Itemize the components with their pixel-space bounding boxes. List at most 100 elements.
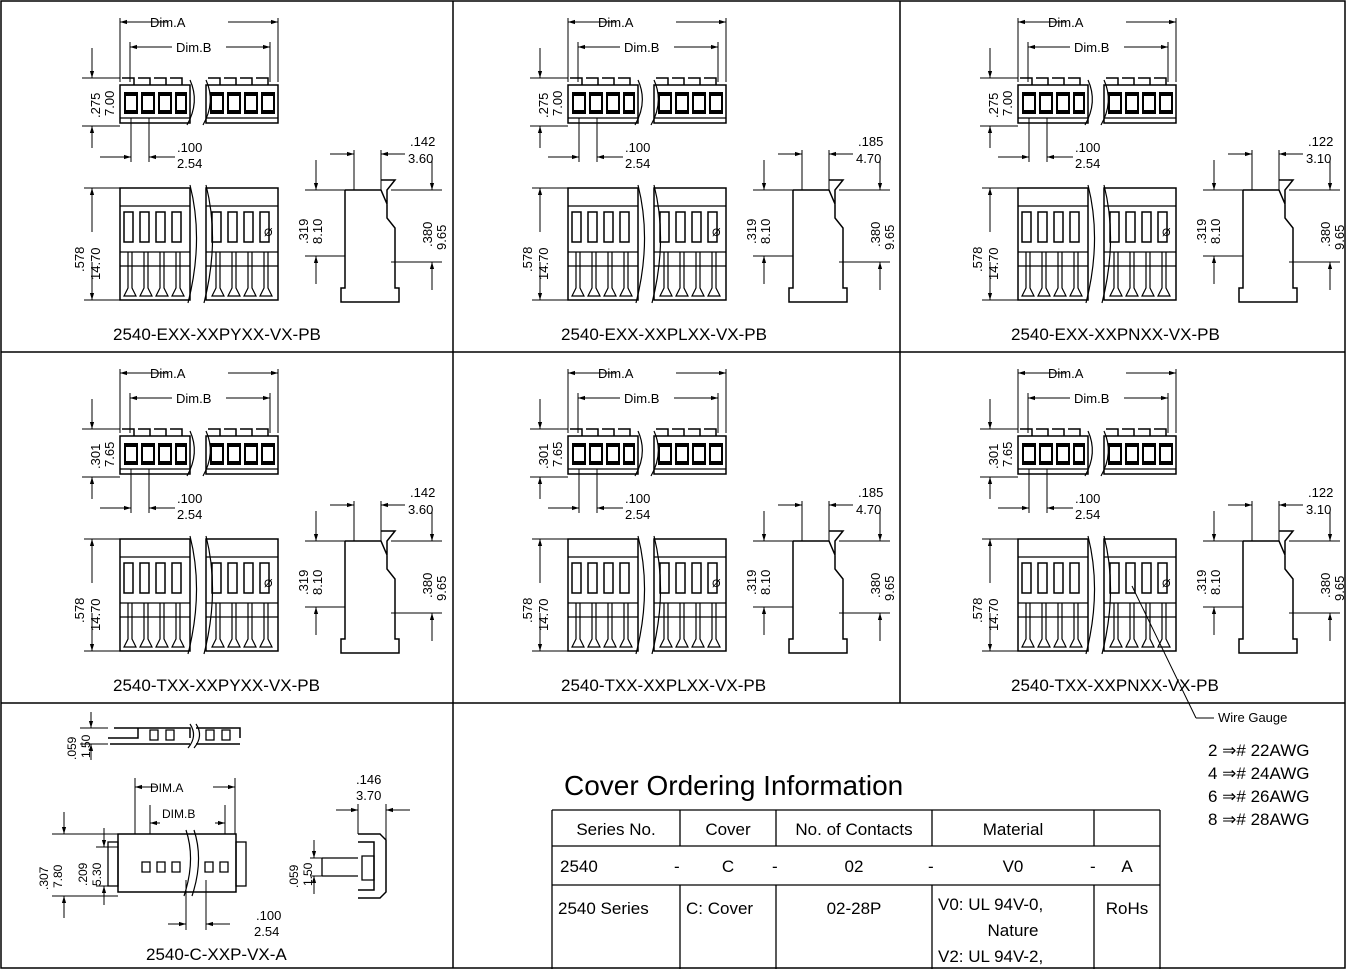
panel-dim-b: Dim.B: [1074, 40, 1109, 55]
cover-h2-in: .209: [76, 862, 90, 886]
panel-inner-in: .319: [296, 570, 311, 595]
panel-height-mm: 7.00: [1000, 91, 1015, 116]
panel-side-mm: 4.70: [856, 502, 881, 517]
panel-dim-b: Dim.B: [176, 391, 211, 406]
panel-height-in: .301: [986, 444, 1001, 469]
panel-part-name: 2540-TXX-XXPLXX-VX-PB: [561, 676, 766, 695]
panel-side-in: .142: [410, 134, 435, 149]
wire-gauge-item: 2 ⇒# 22AWG: [1208, 741, 1310, 760]
cover-side-mm: 3.70: [356, 788, 381, 803]
panel-pitch-mm: 2.54: [1075, 507, 1100, 522]
panel-dim-b: Dim.B: [1074, 391, 1109, 406]
spec-rohs: RoHs: [1106, 899, 1149, 918]
cover-h2-mm: 5.30: [90, 862, 104, 886]
spec-cover: C: Cover: [686, 899, 753, 918]
panel-height-mm: 7.65: [550, 442, 565, 467]
panel-pitch-in: .100: [1075, 491, 1100, 506]
code-cover: C: [722, 857, 734, 876]
frontview-graphic: [532, 185, 726, 303]
panel-side-in: .185: [858, 485, 883, 500]
panel-dim-a: Dim.A: [150, 15, 186, 30]
code-rohs: A: [1121, 857, 1133, 876]
cover-side2-mm: 1.50: [301, 862, 315, 886]
panel-part-name: 2540-TXX-XXPYXX-VX-PB: [113, 676, 320, 695]
panel-dim-a: Dim.A: [598, 366, 634, 381]
frontview-graphic: [982, 536, 1176, 654]
panel-inner-mm: 8.10: [1208, 219, 1223, 244]
frontview-graphic: [84, 536, 278, 654]
panel-side-in: .142: [410, 485, 435, 500]
panel-body-mm: 14.70: [536, 247, 551, 280]
panel-inner-in: .319: [744, 570, 759, 595]
cover-part-name: 2540-C-XXP-VX-A: [146, 945, 287, 964]
cover-h-in: .307: [37, 866, 51, 890]
panel-total-in: .380: [868, 222, 883, 247]
header-material: Material: [983, 820, 1043, 839]
panel-pitch-mm: 2.54: [177, 156, 202, 171]
panel-body-in: .578: [72, 247, 87, 272]
panel-dim-b: Dim.B: [624, 391, 659, 406]
ordering-title: Cover Ordering Information: [564, 770, 903, 801]
panel-total-mm: 9.65: [1332, 225, 1346, 250]
panel-part-name: 2540-EXX-XXPLXX-VX-PB: [561, 325, 767, 344]
panel-inner-mm: 8.10: [310, 219, 325, 244]
spec-material-2: Nature: [987, 921, 1038, 940]
panel-height-in: .301: [536, 444, 551, 469]
panel-body-mm: 14.70: [88, 247, 103, 280]
panel-body-mm: 14.70: [986, 598, 1001, 631]
panel-dim-a: Dim.A: [1048, 15, 1084, 30]
panel-pitch-in: .100: [625, 491, 650, 506]
cover-h-mm: 7.80: [51, 864, 65, 888]
panel-side-in: .185: [858, 134, 883, 149]
panel-side-mm: 4.70: [856, 151, 881, 166]
panel-pitch-in: .100: [625, 140, 650, 155]
cover-drawing: [52, 712, 410, 930]
panel-height-mm: 7.65: [102, 442, 117, 467]
wire-gauge-item: 6 ⇒# 26AWG: [1208, 787, 1310, 806]
panel-part-name: 2540-EXX-XXPNXX-VX-PB: [1011, 325, 1220, 344]
panel-total-in: .380: [868, 573, 883, 598]
code-material: V0: [1003, 857, 1024, 876]
panel-side-mm: 3.10: [1306, 151, 1331, 166]
panel-total-mm: 9.65: [434, 225, 449, 250]
panel-height-mm: 7.65: [1000, 442, 1015, 467]
panel-pitch-mm: 2.54: [177, 507, 202, 522]
panel-side-in: .122: [1308, 134, 1333, 149]
panel-body-in: .578: [970, 598, 985, 623]
code-sep: -: [1090, 857, 1096, 876]
cover-dim-a: DIM.A: [150, 781, 183, 795]
panel-body-in: .578: [72, 598, 87, 623]
panel-body-mm: 14.70: [986, 247, 1001, 280]
panel-total-in: .380: [1318, 222, 1333, 247]
panel-dim-a: Dim.A: [1048, 366, 1084, 381]
panel-height-in: .275: [986, 93, 1001, 118]
spec-contacts: 02-28P: [827, 899, 882, 918]
panel-inner-in: .319: [744, 219, 759, 244]
panel-total-in: .380: [420, 573, 435, 598]
code-sep: -: [772, 857, 778, 876]
panel-total-in: .380: [420, 222, 435, 247]
panel-height-mm: 7.00: [102, 91, 117, 116]
panel-inner-mm: 8.10: [758, 219, 773, 244]
panel-total-in: .380: [1318, 573, 1333, 598]
cover-top-mm: 1.50: [79, 734, 93, 758]
panel-body-in: .578: [520, 598, 535, 623]
panel-height-in: .301: [88, 444, 103, 469]
panel-total-mm: 9.65: [434, 576, 449, 601]
panel-inner-in: .319: [1194, 219, 1209, 244]
panel-inner-in: .319: [296, 219, 311, 244]
panel-side-in: .122: [1308, 485, 1333, 500]
header-cover: Cover: [705, 820, 751, 839]
panel-height-mm: 7.00: [550, 91, 565, 116]
wire-gauge-callout: Wire Gauge 2 ⇒# 22AWG 4 ⇒# 24AWG 6 ⇒# 26…: [1131, 585, 1310, 829]
spec-material-1: V0: UL 94V-0,: [938, 895, 1043, 914]
header-contacts: No. of Contacts: [795, 820, 912, 839]
panel-pitch-mm: 2.54: [625, 156, 650, 171]
cover-dim-b: DIM.B: [162, 807, 195, 821]
cover-side2-in: .059: [287, 864, 301, 888]
